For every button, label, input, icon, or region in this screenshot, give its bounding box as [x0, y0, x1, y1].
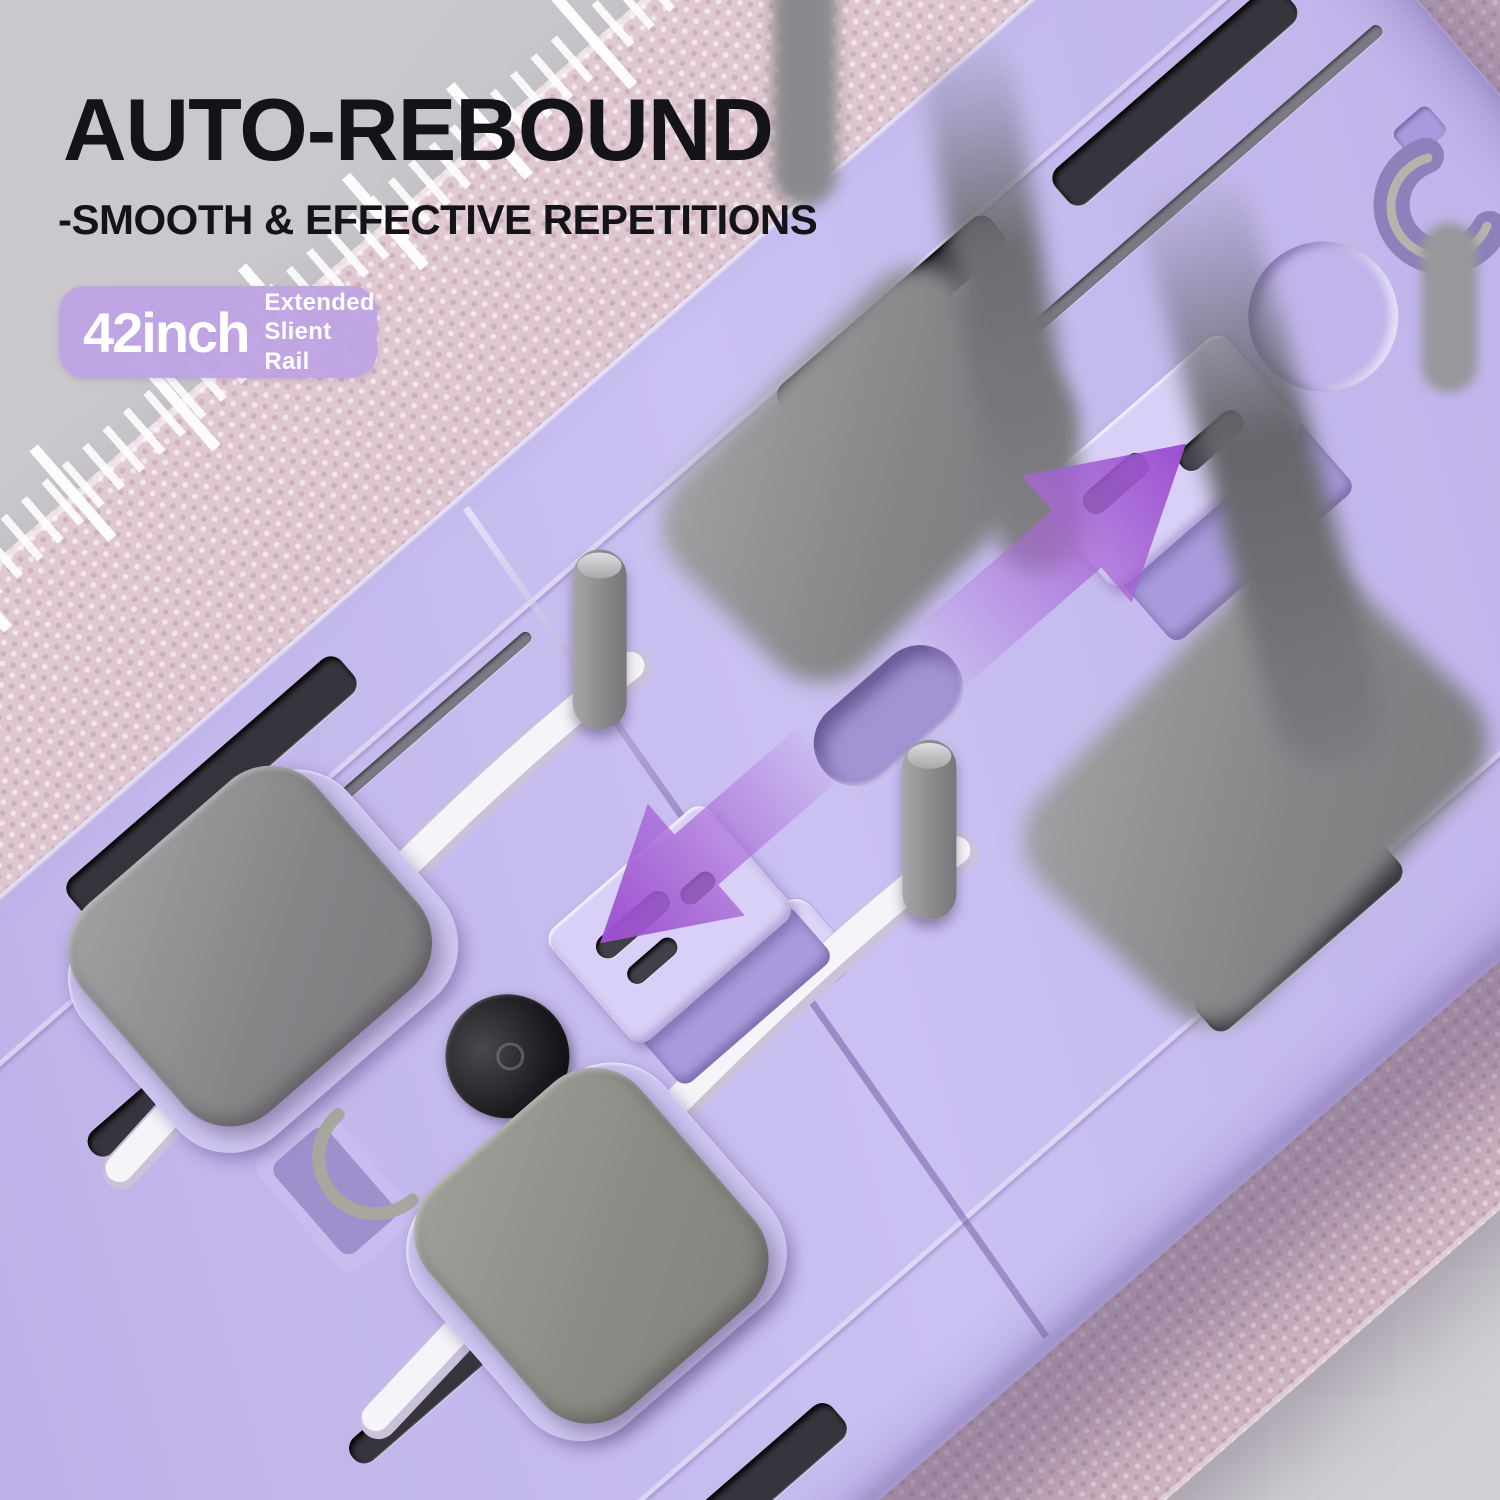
badge-size-value: 42inch [83, 300, 250, 364]
badge-label-line2: Slient Rail [264, 318, 332, 375]
size-badge: 42inch Extended Slient Rail [59, 286, 377, 378]
badge-label: Extended Slient Rail [264, 288, 377, 376]
grip-cap [907, 742, 952, 769]
foam-grip [572, 549, 627, 730]
grip-cap [577, 552, 622, 579]
blurred-grip-end [1421, 222, 1478, 393]
badge-label-line1: Extended [264, 289, 375, 317]
page-title: AUTO-REBOUND [63, 80, 774, 179]
metal-hook-icon [312, 1108, 419, 1221]
marketing-copy: AUTO-REBOUND -SMOOTH & EFFECTIVE REPETIT… [58, 80, 818, 244]
blurred-handle-post [772, 0, 837, 207]
foam-grip [902, 739, 957, 920]
page-subtitle: -SMOOTH & EFFECTIVE REPETITIONS [58, 196, 818, 243]
